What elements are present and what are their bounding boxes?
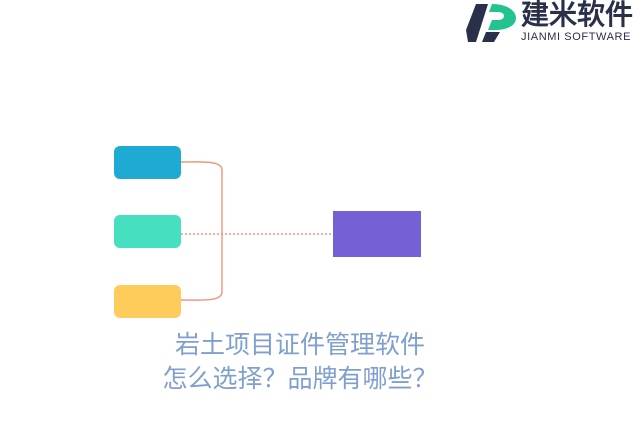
brand-name-cn: 建米软件 bbox=[521, 0, 634, 31]
target-box bbox=[333, 211, 421, 257]
logo-mark-accent-shape bbox=[488, 4, 516, 30]
title-line-2: 怎么选择？品牌有哪些？ bbox=[162, 364, 438, 393]
logo-mark-dark-shape bbox=[466, 4, 488, 42]
jianmi-logo-icon bbox=[466, 4, 516, 42]
source-box-2 bbox=[114, 215, 181, 248]
source-box-3 bbox=[114, 285, 181, 318]
title-line-1: 岩土项目证件管理软件 bbox=[174, 330, 425, 359]
source-box-1 bbox=[114, 146, 181, 179]
brand-name-en: JIANMI SOFTWARE bbox=[521, 31, 632, 43]
page-title: 岩土项目证件管理软件 怎么选择？品牌有哪些？ bbox=[130, 328, 470, 396]
logo-mark-dark-lower bbox=[482, 32, 500, 42]
brand-logo: 建米软件 JIANMI SOFTWARE bbox=[466, 0, 640, 48]
connector-bracket bbox=[180, 161, 223, 301]
